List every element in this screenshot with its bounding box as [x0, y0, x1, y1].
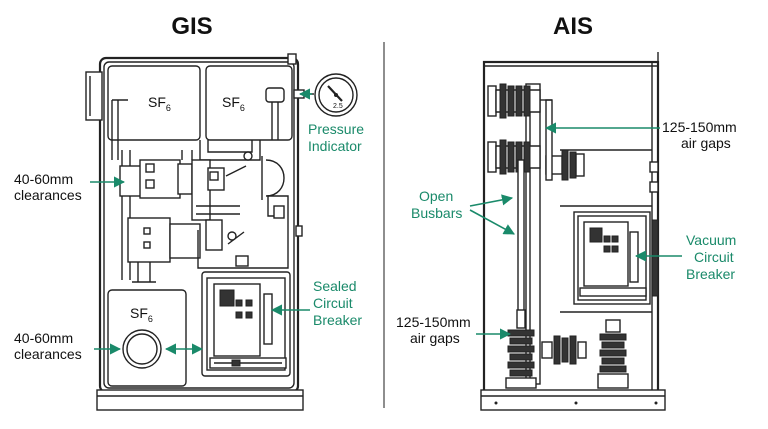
label-air-gaps-bottom-line2: air gaps — [410, 330, 460, 346]
gis-sf6-tank-left — [107, 65, 201, 141]
label-clearances-top-line1: 40-60mm — [14, 171, 73, 187]
gis-cable-bushing — [85, 71, 103, 121]
label-sealed-breaker-line1: Sealed — [313, 278, 357, 294]
label-vacuum-breaker-line1: Vacuum — [686, 232, 736, 248]
gis-busbar-circle — [122, 329, 162, 369]
gis-callouts: 40-60mm clearances 40-60mm clearances Pr… — [14, 88, 364, 362]
arrow-open-busbars-lower — [469, 209, 515, 235]
ais-base — [480, 389, 666, 411]
label-air-gaps-top-line2: air gaps — [681, 135, 731, 151]
gauge-scale-label: 2.5 — [333, 103, 343, 110]
gis-title: GIS — [171, 13, 212, 40]
ais-vacuum-circuit-breaker — [573, 211, 659, 305]
ais-insulator-top — [487, 83, 541, 119]
ais-insulator-middle — [487, 139, 541, 175]
label-air-gaps-bottom-line1: 125-150mm — [396, 314, 471, 330]
label-sealed-breaker-line2: Circuit — [313, 295, 353, 311]
ais-insulator-right — [545, 149, 659, 193]
gis-sf6-label-left: SF6 — [148, 94, 171, 113]
ais-insulator-bottom-horizontal — [541, 335, 587, 365]
gis-sf6-tank-bottom — [107, 289, 187, 387]
ais-title: AIS — [553, 13, 593, 40]
ais-post-insulator-right — [597, 319, 629, 389]
label-clearances-bottom-line1: 40-60mm — [14, 330, 73, 346]
label-open-busbars-line1: Open — [419, 188, 453, 204]
label-open-busbars-line2: Busbars — [411, 205, 462, 221]
label-pressure-indicator-line1: Pressure — [308, 121, 364, 137]
gis-switchgear: SF6 SF6 SF6 — [85, 53, 358, 411]
ais-callouts: 125-150mm air gaps Open Busbars 125-150m… — [396, 119, 737, 346]
arrow-open-busbars-upper — [469, 194, 514, 207]
gis-base — [96, 389, 304, 411]
label-air-gaps-top-line1: 125-150mm — [662, 119, 737, 135]
gis-pressure-gauge: 2.5 — [314, 73, 358, 117]
ais-post-insulator-left — [505, 309, 537, 389]
gis-sealed-circuit-breaker — [201, 271, 291, 377]
gis-sf6-tank-right — [205, 65, 293, 141]
gis-sf6-label-right: SF6 — [222, 94, 245, 113]
gis-sf6-label-bottom: SF6 — [130, 305, 153, 324]
ais-switchgear — [480, 52, 666, 411]
label-vacuum-breaker-line3: Breaker — [686, 266, 735, 282]
label-sealed-breaker-line3: Breaker — [313, 312, 362, 328]
label-pressure-indicator-line2: Indicator — [308, 138, 362, 154]
label-clearances-top-line2: clearances — [14, 187, 82, 203]
label-vacuum-breaker-line2: Circuit — [694, 249, 734, 265]
gis-internal-mechanism — [111, 87, 314, 283]
label-clearances-bottom-line2: clearances — [14, 346, 82, 362]
